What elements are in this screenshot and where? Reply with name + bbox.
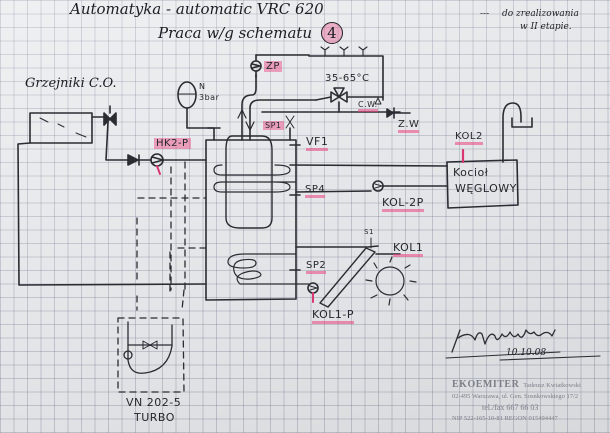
tap-icons [320,46,368,57]
radiators-label: Grzejniki C.O. [25,76,117,91]
gas-boiler-icon [123,321,173,374]
hot-water-label: C.W. [358,100,378,112]
heating-pump-label: HK2-P [154,138,191,149]
coal-boiler-icon [446,102,533,209]
boiler-pump-icon [372,180,384,192]
stage-two-dashed-lines [117,161,207,393]
solar-pump-label: KOL1-P [312,308,354,324]
legend-text-1: do zrealizowania [502,9,579,19]
gas-boiler-label-1: VN 202-5 [126,396,182,409]
boiler-sensor-label: KOL2 [455,131,483,145]
mixing-temp-label: 35-65°C [325,73,370,84]
legend-dash: --- [480,9,490,19]
stamp-phone: tel./fax 667 66 03 [482,403,539,412]
thermostatic-valve-icon [103,105,117,126]
check-valve-icon [127,154,140,166]
company-stamp: EKOEMITER Tadeusz Kwiatkowski 02-495 War… [452,377,602,424]
heating-pump-icon [150,153,164,175]
solar-collector-label: KOL1 [393,241,424,257]
radiator-icon [29,112,93,144]
cold-water-valve-icon [374,97,395,119]
legend: --- do zrealizowania w II etapie. [480,8,579,34]
stamp-ids: NIP 522-165-10-81 REGON 015494447 [452,415,558,422]
circulation-pump-label: ZP [264,61,282,72]
expansion-vessel-icon [177,81,221,141]
circulation-pump-icon [250,54,262,78]
solar-sensor-label: S1 [364,228,374,236]
schema-number-badge: 4 [320,22,343,44]
solar-pump-icon [307,282,319,303]
boiler-pump-label: KOL-2P [382,196,424,212]
expansion-vessel-n-label: N [199,82,206,91]
title-line-1: Automatyka - automatic VRC 620 [70,0,324,18]
stamp-company: EKOEMITER [452,379,520,390]
legend-text-2: w II etapie. [520,22,572,32]
stamp-subtitle: Tadeusz Kwiatkowski [523,382,581,389]
expansion-vessel-pressure-label: 3bar [199,93,220,102]
title-line-2: Praca w/g schematu 4 [158,22,343,44]
title-text: Automatyka - automatic VRC 620 [70,0,324,18]
signature-date: 10.10.08 [506,348,547,358]
mixing-valve-icon [330,87,348,103]
tank-sensor-sp4-label: SP4 [305,184,326,198]
sensor-sp1-label: SP1 [263,121,284,130]
solar-collector-icon [319,237,376,308]
cold-water-label: Z.W [398,119,420,133]
gas-boiler-label-2: TURBO [134,411,175,424]
subtitle-text: Praca w/g schematu [158,24,313,42]
coal-boiler-label-1: Kocioł [453,166,489,179]
coal-boiler-label-2: WĘGLOWY [455,182,517,195]
tank-sensor-sp2-label: SP2 [306,260,327,274]
buffer-tank-icon [205,135,311,301]
sun-icon [365,256,417,306]
signature [445,329,601,361]
flow-sensor-label: VF1 [306,135,329,151]
stamp-address: 02-495 Warszawa, ul. Gen. Sosnkowskiego … [452,393,579,400]
